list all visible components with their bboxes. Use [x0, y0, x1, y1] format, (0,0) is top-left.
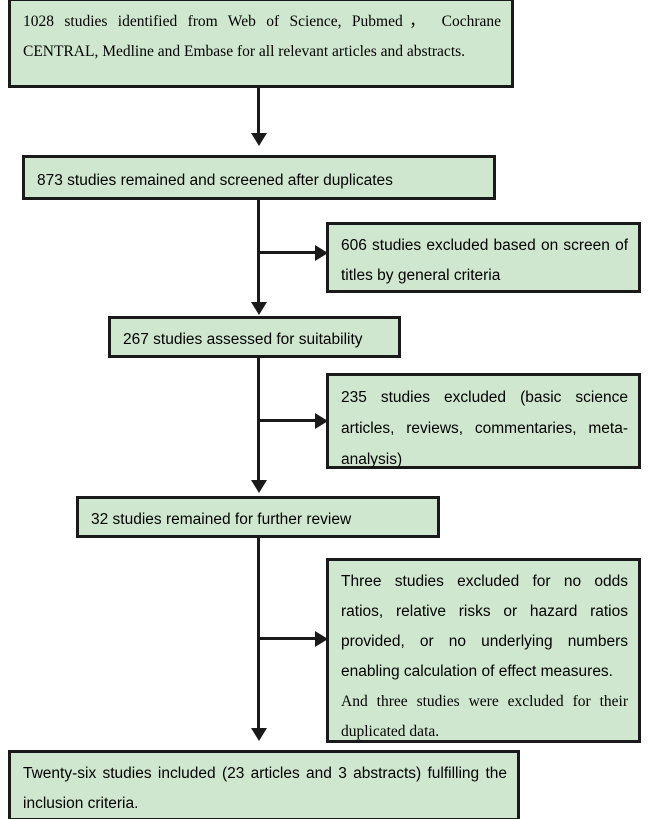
node-excluded-effect: Three studies excluded for no odds ratio…	[326, 558, 641, 743]
connector-assessed-to-excluded-type	[257, 419, 319, 422]
node-excluded-effect-text-secondary: And three studies were excluded for thei…	[341, 693, 628, 740]
arrowhead-assessed-to-excluded-type	[315, 412, 328, 429]
node-included-text: Twenty-six studies included (23 articles…	[23, 765, 507, 812]
node-identified: 1028 studies identified from Web of Scie…	[8, 0, 514, 88]
connector-further-review-trunk	[257, 538, 260, 733]
node-assessed: 267 studies assessed for suitability	[108, 316, 401, 358]
node-assessed-text: 267 studies assessed for suitability	[123, 331, 363, 348]
node-further-review-text: 32 studies remained for further review	[91, 511, 352, 528]
connector-identified-to-screened	[257, 88, 260, 138]
arrowhead-further-review-to-included	[250, 728, 267, 741]
connector-further-review-to-excluded-effect	[257, 637, 319, 640]
arrowhead-screened-to-excluded-titles	[315, 244, 328, 261]
arrowhead-screened-to-assessed	[250, 302, 267, 315]
node-included: Twenty-six studies included (23 articles…	[8, 750, 520, 819]
node-screened-text: 873 studies remained and screened after …	[37, 172, 393, 189]
node-identified-text: 1028 studies identified from Web of Scie…	[23, 13, 501, 60]
node-excluded-titles-text: 606 studies excluded based on screen of …	[341, 237, 628, 284]
connector-screened-to-excluded-titles	[257, 251, 319, 254]
node-excluded-effect-text-primary: Three studies excluded for no odds ratio…	[341, 573, 628, 680]
node-screened: 873 studies remained and screened after …	[22, 155, 496, 200]
node-excluded-titles: 606 studies excluded based on screen of …	[326, 222, 641, 293]
arrowhead-assessed-to-further-review	[250, 480, 267, 493]
node-excluded-type-text: 235 studies excluded (basic science arti…	[341, 389, 628, 468]
node-further-review: 32 studies remained for further review	[76, 496, 440, 538]
arrowhead-identified-to-screened	[250, 133, 267, 146]
node-excluded-type: 235 studies excluded (basic science arti…	[326, 373, 641, 469]
arrowhead-further-review-to-excluded-effect	[315, 630, 328, 647]
